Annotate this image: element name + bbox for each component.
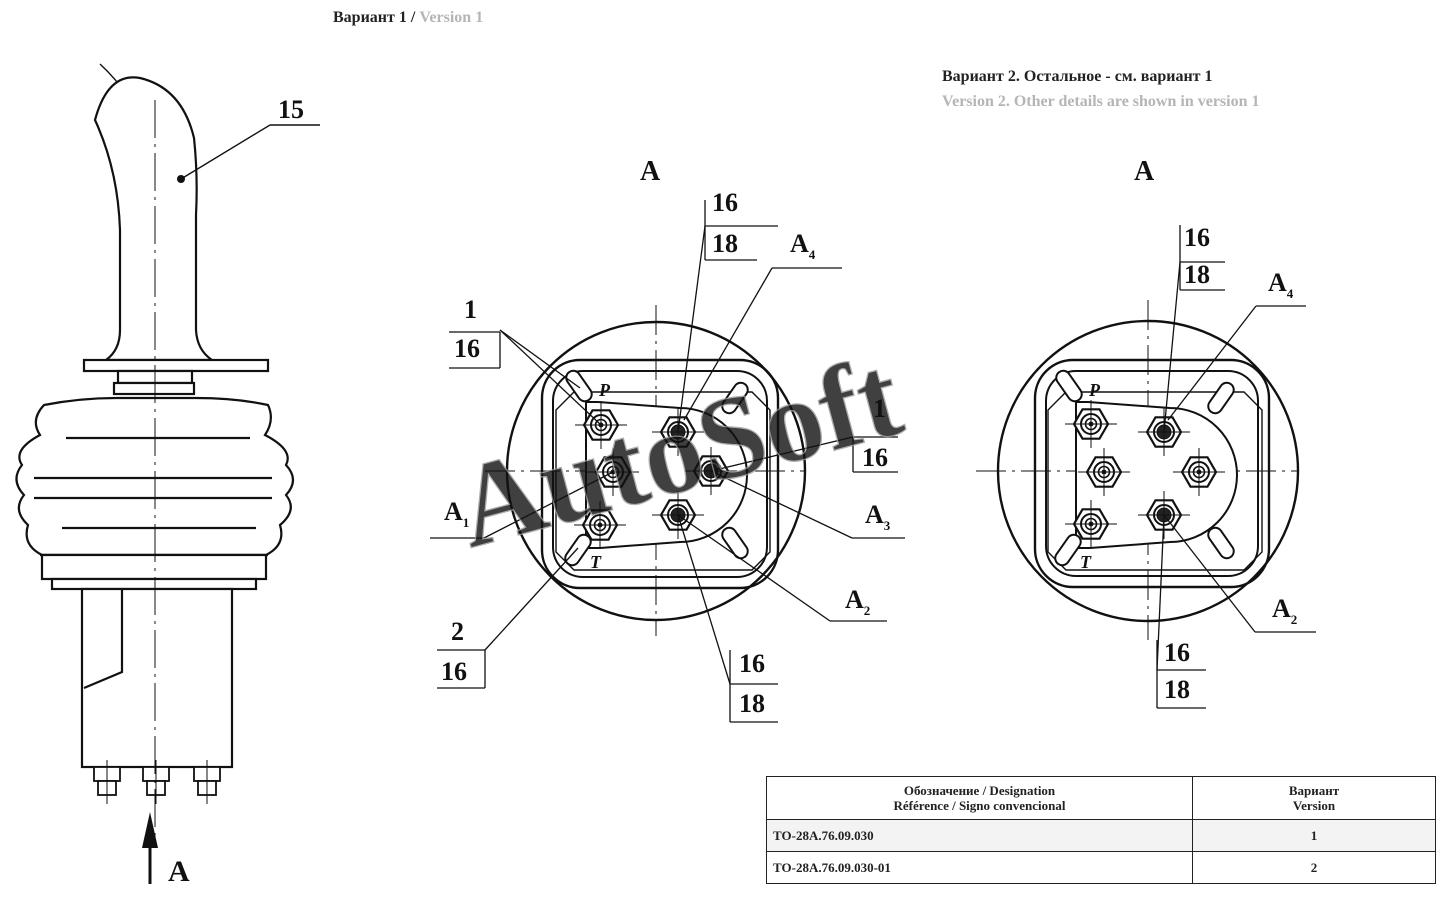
variant-table: Обозначение / Designation Référence / Si… — [766, 776, 1436, 884]
designation-header-line2: Référence / Signo convencional — [893, 798, 1066, 813]
callout-a-right-1: 1 — [873, 394, 886, 423]
version-header-line1: Вариант — [1288, 783, 1340, 798]
callout-a3: A3 — [865, 500, 891, 533]
arrow-view-label: A — [168, 855, 190, 888]
callout-a-left-1: 1 — [464, 295, 477, 324]
view-b-title: A — [1134, 156, 1155, 187]
callout-b-top-18: 18 — [1184, 260, 1210, 289]
variant-separator: / — [406, 9, 420, 26]
callout-b-top-16: 16 — [1184, 223, 1210, 252]
callout-b-a2: A2 — [1272, 594, 1297, 627]
callout-a4: A4 — [790, 229, 816, 262]
view-a-title: A — [640, 156, 661, 187]
designation-header-line1: Обозначение / Designation — [903, 783, 1056, 798]
variant1-caption: Вариант 1 / Version 1 — [333, 9, 483, 27]
callout-a-top-16: 16 — [712, 188, 738, 217]
designation-cell: ТО-28А.76.09.030 — [766, 819, 1193, 852]
view-a-version1 — [430, 200, 905, 723]
callout-a1: A1 — [444, 497, 469, 530]
joystick-side-view — [15, 63, 320, 884]
callout-b-a4: A4 — [1268, 268, 1294, 301]
callout-15: 15 — [278, 95, 304, 124]
callout-b-bot-16: 16 — [1164, 638, 1190, 667]
variant1-en: Version 1 — [419, 9, 484, 26]
callout-a2: A2 — [845, 585, 870, 618]
version-cell: 2 — [1192, 851, 1436, 884]
variant2-caption-ru: Вариант 2. Остальное - см. вариант 1 — [942, 68, 1213, 85]
designation-cell: ТО-28А.76.09.030-01 — [766, 851, 1193, 884]
view-a-version2 — [976, 225, 1316, 709]
version-cell: 1 — [1192, 819, 1436, 852]
port-b-t-mark: T — [1080, 552, 1092, 572]
callout-a-bl-2: 2 — [451, 617, 464, 646]
version-header: Вариант Version — [1192, 776, 1436, 820]
callout-b-bot-18: 18 — [1164, 675, 1190, 704]
port-t-mark: T — [590, 552, 602, 572]
version-header-line2: Version — [1292, 798, 1336, 813]
port-b-p-mark: P — [1088, 380, 1101, 400]
table-header-row: Обозначение / Designation Référence / Si… — [766, 776, 1436, 820]
table-row: ТО-28А.76.09.030 1 — [766, 819, 1436, 852]
callout-a-top-18: 18 — [712, 229, 738, 258]
designation-header: Обозначение / Designation Référence / Si… — [766, 776, 1193, 820]
callout-a-bl-16: 16 — [441, 657, 467, 686]
variant1-ru: Вариант 1 — [333, 9, 407, 26]
variant2-caption-en: Version 2. Other details are shown in ve… — [942, 93, 1260, 110]
port-p-mark: P — [598, 380, 611, 400]
callout-a-right-16: 16 — [862, 443, 888, 472]
callout-a-left-16: 16 — [454, 334, 480, 363]
table-row: ТО-28А.76.09.030-01 2 — [766, 851, 1436, 884]
callout-a-bot-16: 16 — [739, 649, 765, 678]
callout-a-bot-18: 18 — [739, 689, 765, 718]
